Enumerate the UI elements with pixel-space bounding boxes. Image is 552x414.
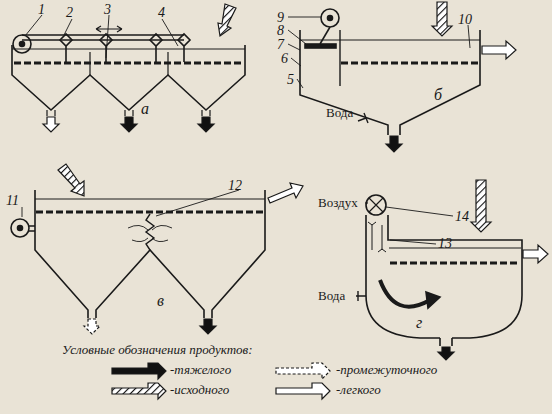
legend-text: -легкого — [336, 383, 381, 397]
callout-number: 14 — [455, 209, 469, 224]
water-inlet — [356, 291, 366, 301]
flow-label: Воздух — [318, 196, 358, 210]
panel-letter: в — [157, 292, 164, 310]
callout-number: 10 — [458, 12, 472, 27]
callout-number: 4 — [158, 5, 165, 20]
legend-heading: Условные обозначения продуктов: — [62, 343, 253, 357]
callout-number: 12 — [228, 178, 242, 193]
sieve — [36, 210, 264, 213]
piston — [305, 44, 336, 48]
callout-number: 6 — [281, 51, 288, 66]
callout-number: 13 — [438, 236, 452, 251]
pulsator-wheel — [11, 219, 29, 237]
jig-tank — [366, 215, 522, 338]
legend-text: -исходного — [170, 383, 229, 397]
flow-label: Вода — [318, 289, 345, 303]
panel-letter: а — [141, 100, 149, 118]
sieve — [341, 61, 479, 64]
callout-number: 1 — [38, 2, 45, 17]
plungers — [60, 34, 190, 62]
panel-letter: б — [434, 86, 442, 104]
legend-middling-sample — [276, 363, 330, 379]
legend-feed-sample — [112, 383, 166, 399]
sieve — [14, 61, 243, 64]
jig-tank — [12, 45, 245, 110]
legend-text: -промежуточного — [336, 363, 437, 377]
eccentric-wheel — [321, 9, 339, 27]
panel-letter: г — [416, 314, 422, 332]
product-arrows — [43, 2, 548, 399]
callout-number: 8 — [277, 23, 284, 38]
drive-wheel — [13, 35, 31, 53]
callout-number: 7 — [277, 37, 284, 52]
jig-tank — [300, 30, 480, 135]
drive-rod — [22, 34, 184, 36]
legend-light-sample — [276, 383, 330, 399]
legend-heavy-sample — [112, 363, 166, 379]
callout-number: 2 — [66, 5, 73, 20]
callout-number: 11 — [6, 193, 19, 208]
jig-tank — [35, 190, 265, 318]
rotary-air-valve — [366, 195, 386, 215]
callout-number: 3 — [104, 2, 111, 17]
legend-text: -тяжелого — [170, 363, 231, 377]
partition — [146, 214, 154, 250]
callout-number: 5 — [287, 72, 294, 87]
partition — [339, 30, 340, 86]
flow-label: Вода — [326, 106, 353, 120]
water-inlet — [358, 113, 368, 123]
sieve — [390, 261, 520, 264]
